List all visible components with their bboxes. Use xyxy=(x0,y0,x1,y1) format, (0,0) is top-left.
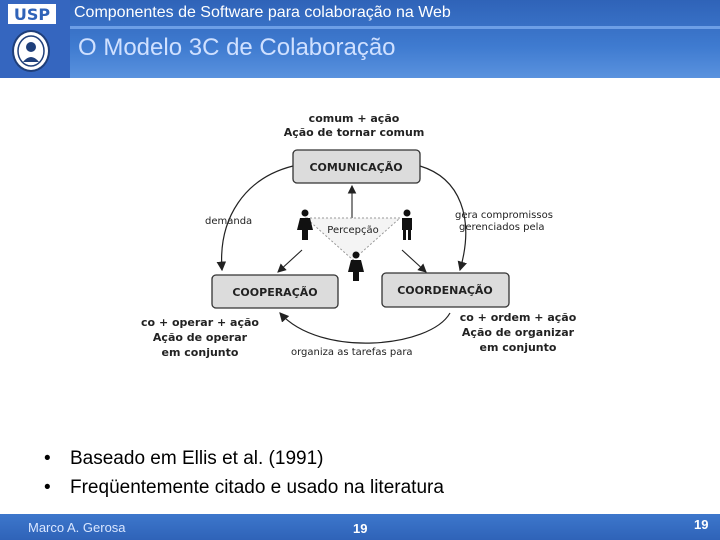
arrow-communication-to-cooperation xyxy=(216,165,294,272)
bullet-dot-icon: • xyxy=(44,448,51,469)
cooperation-box-label: COOPERAÇÃO xyxy=(232,286,317,299)
cooperation-definition-line1: Ação de operar xyxy=(153,331,248,344)
communication-etymology: comum + ação xyxy=(309,112,400,125)
usp-logo-text: USP xyxy=(14,5,51,24)
coordination-box-label: COORDENAÇÃO xyxy=(397,284,493,297)
footer-slide-number: 19 xyxy=(694,517,709,532)
coordination-definition-line1: Ação de organizar xyxy=(462,326,575,339)
awareness-triangle xyxy=(304,217,402,261)
cooperation-etymology: co + operar + ação xyxy=(141,316,259,329)
organizes-label: organiza as tarefas para xyxy=(291,347,413,358)
arrow-communication-to-coordination xyxy=(419,165,467,272)
bullet-text: Freqüentemente citado e usado na literat… xyxy=(70,477,444,498)
course-title: Componentes de Software para colaboração… xyxy=(74,4,451,21)
bullet-text: Baseado em Ellis et al. (1991) xyxy=(70,448,324,469)
communication-definition: Ação de tornar comum xyxy=(284,126,425,139)
cooperation-box xyxy=(211,274,339,309)
header-band xyxy=(0,0,720,78)
bullet-item: • Freqüentemente citado e usado na litera… xyxy=(44,473,444,502)
awareness-label: Percepção xyxy=(327,225,378,236)
arrow-awareness-to-cooperation xyxy=(277,249,303,273)
header-divider xyxy=(0,26,720,29)
3c-model-diagram: comum + ação Ação de tornar comum Percep… xyxy=(141,112,577,359)
commitments-label-line1: gera compromissos xyxy=(455,210,553,221)
usp-logo: USP xyxy=(8,4,56,24)
communication-box xyxy=(292,149,421,184)
person-icon-bottom xyxy=(348,251,364,281)
footer-author: Marco A. Gerosa xyxy=(28,520,126,535)
footer-page-number: 19 xyxy=(353,521,368,536)
person-icon-left xyxy=(297,209,313,240)
bullet-list: • Baseado em Ellis et al. (1991) • Freqüen… xyxy=(44,444,444,502)
cooperation-definition-line2: em conjunto xyxy=(162,346,239,359)
bullet-dot-icon: • xyxy=(44,477,51,498)
arrow-coordination-to-cooperation xyxy=(279,312,451,344)
coordination-box xyxy=(381,272,510,308)
communication-box-label: COMUNICAÇÃO xyxy=(309,161,402,174)
bullet-item: • Baseado em Ellis et al. (1991) xyxy=(44,444,444,473)
footer-band xyxy=(0,514,720,540)
university-seal-icon xyxy=(12,30,50,72)
slide-title: O Modelo 3C de Colaboração xyxy=(78,34,396,61)
person-icon-right xyxy=(402,209,412,240)
demand-label: demanda xyxy=(205,216,252,227)
coordination-definition-line2: em conjunto xyxy=(480,341,557,354)
arrow-awareness-to-coordination xyxy=(401,249,427,273)
commitments-label-line2: gerenciados pela xyxy=(459,222,545,233)
coordination-etymology: co + ordem + ação xyxy=(460,311,577,324)
